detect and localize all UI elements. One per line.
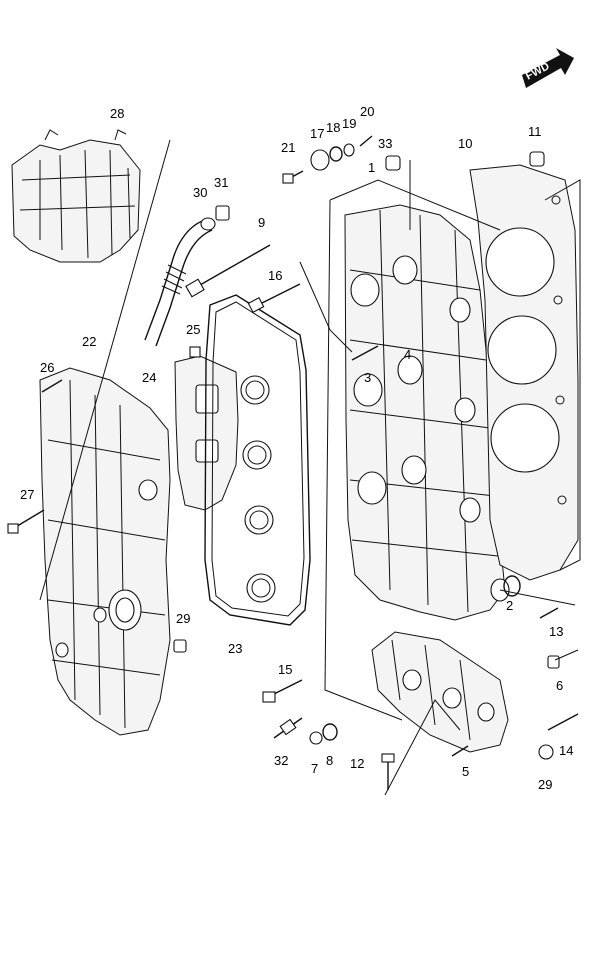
callout-2: 2 xyxy=(506,598,513,613)
callout-9: 9 xyxy=(258,215,265,230)
bolt-14-part xyxy=(547,713,579,731)
cylinder-head-cover-part xyxy=(39,367,171,736)
bolt-12-part xyxy=(381,753,395,790)
callout-11: 11 xyxy=(528,124,542,139)
callout-27: 27 xyxy=(20,487,34,502)
exhaust-cover-part xyxy=(371,631,509,753)
pin-6-part xyxy=(547,655,560,669)
callout-10: 10 xyxy=(458,136,472,151)
bolt-13-part xyxy=(539,607,559,619)
gasket-2-part xyxy=(503,575,521,597)
callout-32: 32 xyxy=(274,753,288,768)
bolt-3-part xyxy=(351,345,379,361)
bolt-21-part xyxy=(282,170,304,184)
callout-17: 17 xyxy=(310,126,324,141)
thermostat-19-part xyxy=(343,143,355,157)
callout-33: 33 xyxy=(378,136,392,151)
breather-hose-part xyxy=(144,217,216,347)
spark-plug-32-part xyxy=(273,717,303,739)
o-ring-8-part xyxy=(322,723,338,741)
callout-31: 31 xyxy=(214,175,228,190)
thermostat-cover-17-part xyxy=(310,149,330,171)
callout-29-lower: 29 xyxy=(538,777,552,792)
callout-3: 3 xyxy=(364,370,371,385)
callout-28: 28 xyxy=(110,106,124,121)
callout-30: 30 xyxy=(193,185,207,200)
washer-7-part xyxy=(309,731,323,745)
bolt-16-part xyxy=(247,283,301,313)
callout-18: 18 xyxy=(326,120,340,135)
callout-29-upper: 29 xyxy=(176,611,190,626)
cover-gasket-part xyxy=(174,355,239,511)
bolt-9-part xyxy=(185,244,271,298)
callout-13: 13 xyxy=(549,624,563,639)
dowel-11-part xyxy=(529,151,545,167)
cover-seal-part xyxy=(204,294,311,626)
callout-15: 15 xyxy=(278,662,292,677)
callout-19: 19 xyxy=(342,116,356,131)
callout-6: 6 xyxy=(556,678,563,693)
callout-25: 25 xyxy=(186,322,200,337)
callout-16: 16 xyxy=(268,268,282,283)
o-ring-18-part xyxy=(329,146,343,162)
bolt-26-part xyxy=(41,379,63,393)
bolt-25-part xyxy=(189,346,201,358)
callout-1: 1 xyxy=(368,160,375,175)
callout-labels: 1 2 3 4 5 6 7 8 9 10 11 12 13 14 15 16 1… xyxy=(20,104,573,792)
bolt-5-part xyxy=(451,745,469,757)
callout-7: 7 xyxy=(311,761,318,776)
callout-24: 24 xyxy=(142,370,156,385)
hose-clip-part xyxy=(215,205,230,221)
callout-12: 12 xyxy=(350,756,364,771)
bolt-20-part xyxy=(359,135,373,147)
bolt-15-part xyxy=(262,679,303,703)
callout-22: 22 xyxy=(82,334,96,349)
plug-29-lower-part xyxy=(538,744,554,760)
plug-29-upper-part xyxy=(173,639,187,653)
callout-5: 5 xyxy=(462,764,469,779)
fwd-direction-arrow-icon: FWD xyxy=(522,48,574,88)
pin-33-part xyxy=(385,155,401,171)
callout-14: 14 xyxy=(559,743,573,758)
callout-4: 4 xyxy=(404,347,411,362)
callout-26: 26 xyxy=(40,360,54,375)
callout-20: 20 xyxy=(360,104,374,119)
assembly-lines xyxy=(39,139,581,796)
bolt-27-part xyxy=(7,509,45,534)
callout-23: 23 xyxy=(228,641,242,656)
callout-21: 21 xyxy=(281,140,295,155)
callout-8: 8 xyxy=(326,753,333,768)
cylinder-head-gasket-part xyxy=(469,164,579,581)
heat-shield-part xyxy=(11,129,141,263)
